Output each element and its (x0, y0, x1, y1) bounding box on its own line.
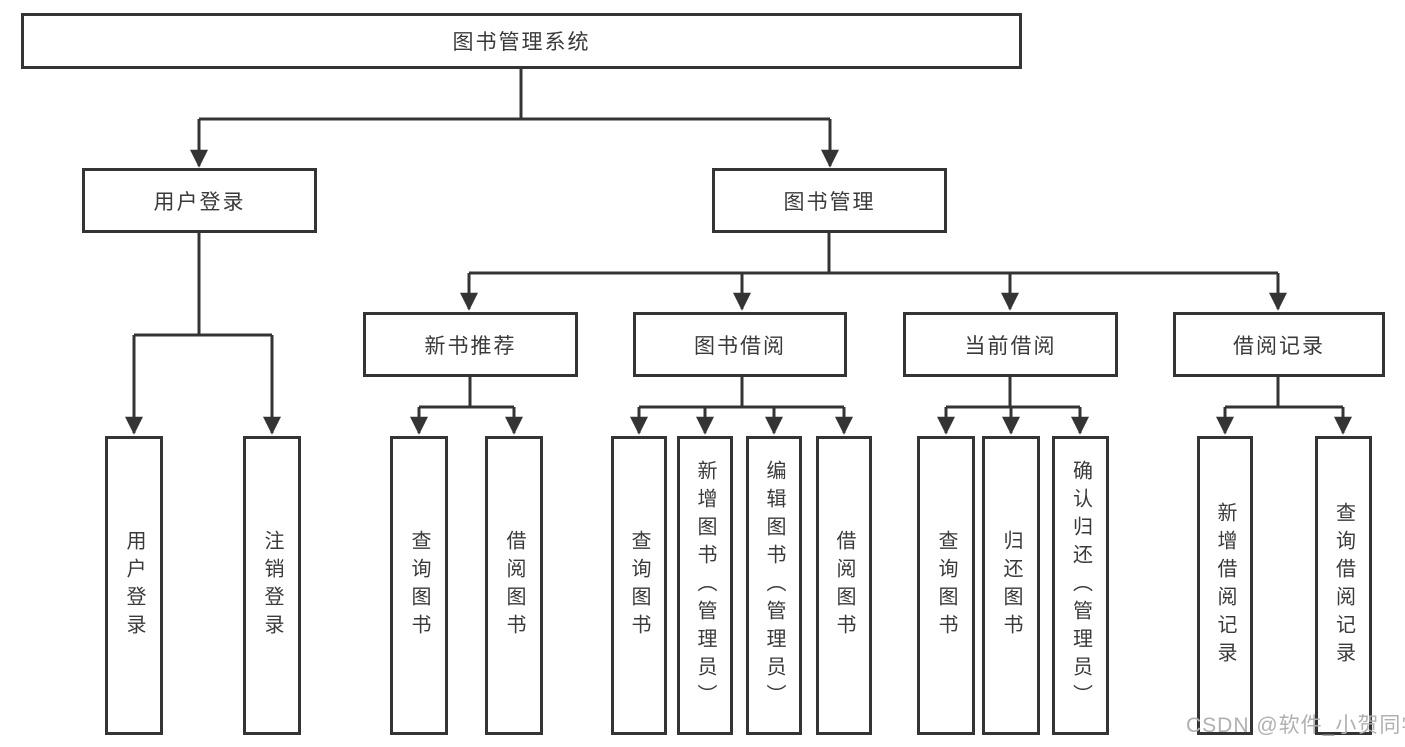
leaf-user-login: 用户登录 (105, 436, 163, 735)
node-book-management-label: 图书管理 (783, 190, 876, 214)
leaf-borrow-books-label: 借阅图书 (833, 529, 855, 642)
leaf-logout-label: 注销登录 (261, 529, 283, 642)
leaf-confirm-return-admin: 确认归还（管理员） (1052, 436, 1109, 735)
leaf-add-borrow-record-label: 新增借阅记录 (1214, 501, 1236, 670)
node-borrow-records: 借阅记录 (1173, 312, 1385, 377)
leaf-query-books-borrow-label: 查询图书 (628, 529, 650, 642)
leaf-confirm-return-admin-label: 确认归还（管理员） (1069, 459, 1092, 712)
leaf-query-books-current-label: 查询图书 (935, 529, 957, 642)
csdn-watermark: CSDN @软件_小贺同学 (1186, 714, 1405, 737)
leaf-borrow-books-recommend-label: 借阅图书 (503, 529, 525, 642)
node-current-borrow: 当前借阅 (903, 312, 1118, 377)
node-current-borrow-label: 当前借阅 (964, 334, 1057, 358)
leaf-add-borrow-record: 新增借阅记录 (1197, 436, 1253, 735)
leaf-query-books-borrow: 查询图书 (611, 436, 667, 735)
leaf-edit-books-admin-label: 编辑图书（管理员） (763, 459, 785, 712)
node-book-borrow-label: 图书借阅 (694, 334, 786, 358)
node-user-login: 用户登录 (82, 168, 317, 233)
leaf-user-login-label: 用户登录 (123, 529, 145, 642)
node-book-borrow: 图书借阅 (633, 312, 847, 377)
leaf-return-books: 归还图书 (982, 436, 1040, 735)
leaf-return-books-label: 归还图书 (1000, 529, 1022, 642)
leaf-borrow-books: 借阅图书 (816, 436, 872, 735)
leaf-query-borrow-record: 查询借阅记录 (1315, 436, 1372, 735)
node-new-book-recommend: 新书推荐 (363, 312, 578, 377)
node-borrow-records-label: 借阅记录 (1233, 334, 1325, 358)
leaf-borrow-books-recommend: 借阅图书 (485, 436, 543, 735)
leaf-add-books-admin-label: 新增图书（管理员） (694, 459, 716, 712)
leaf-query-books-recommend-label: 查询图书 (408, 529, 430, 642)
leaf-add-books-admin: 新增图书（管理员） (677, 436, 733, 735)
leaf-query-books-recommend: 查询图书 (390, 436, 448, 735)
node-new-book-recommend-label: 新书推荐 (424, 334, 517, 358)
node-user-login-label: 用户登录 (153, 190, 246, 214)
node-root: 图书管理系统 (21, 13, 1022, 69)
leaf-edit-books-admin: 编辑图书（管理员） (746, 436, 802, 735)
node-root-label: 图书管理系统 (452, 31, 591, 54)
leaf-logout: 注销登录 (243, 436, 301, 735)
leaf-query-books-current: 查询图书 (917, 436, 975, 735)
node-book-management: 图书管理 (712, 168, 947, 233)
leaf-query-borrow-record-label: 查询借阅记录 (1332, 501, 1355, 670)
